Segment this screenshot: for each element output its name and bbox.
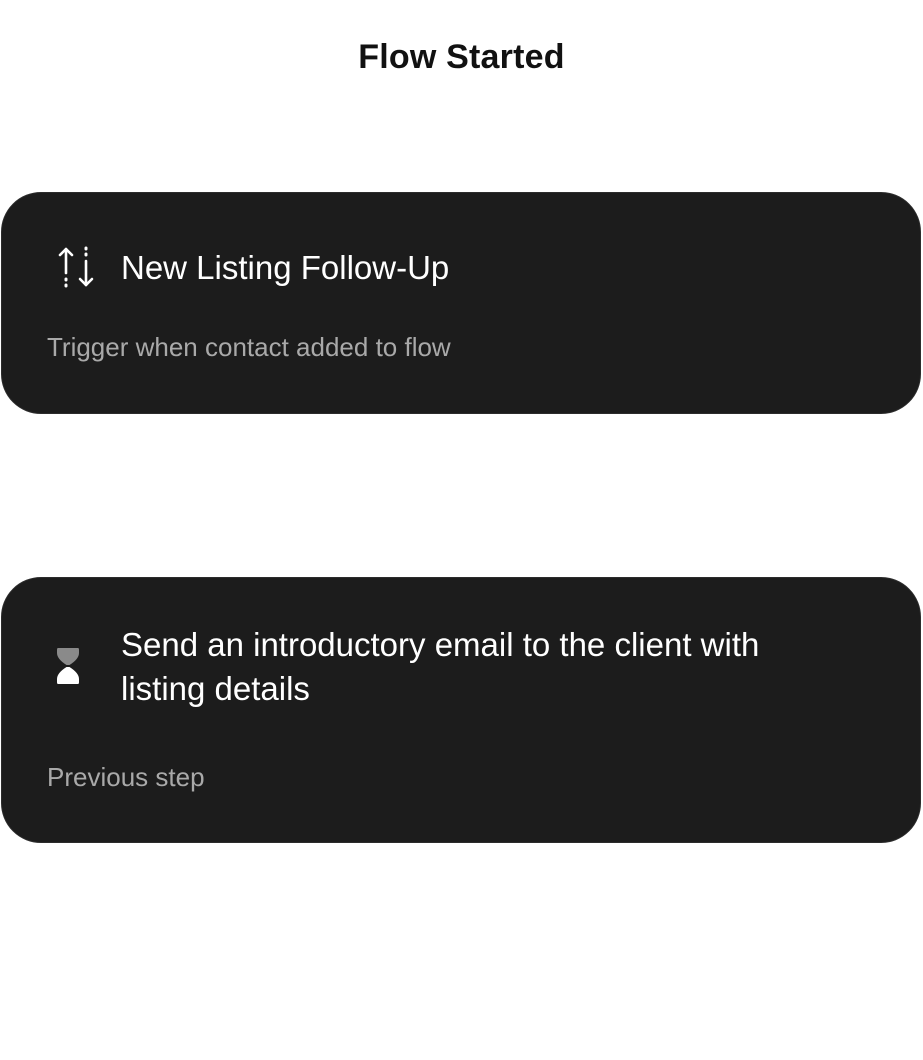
trigger-card-title: New Listing Follow-Up (121, 249, 450, 286)
step-card-title: Send an introductory email to the client… (121, 626, 760, 707)
hourglass-icon (44, 642, 92, 690)
flow-trigger-card[interactable]: New Listing Follow-Up Trigger when conta… (1, 192, 921, 414)
flow-step-card[interactable]: Send an introductory email to the client… (1, 577, 921, 843)
trigger-card-subtitle: Trigger when contact added to flow (47, 332, 451, 362)
arrows-up-down-icon (52, 243, 100, 291)
page-title: Flow Started (358, 38, 565, 76)
step-card-subtitle: Previous step (47, 762, 205, 792)
